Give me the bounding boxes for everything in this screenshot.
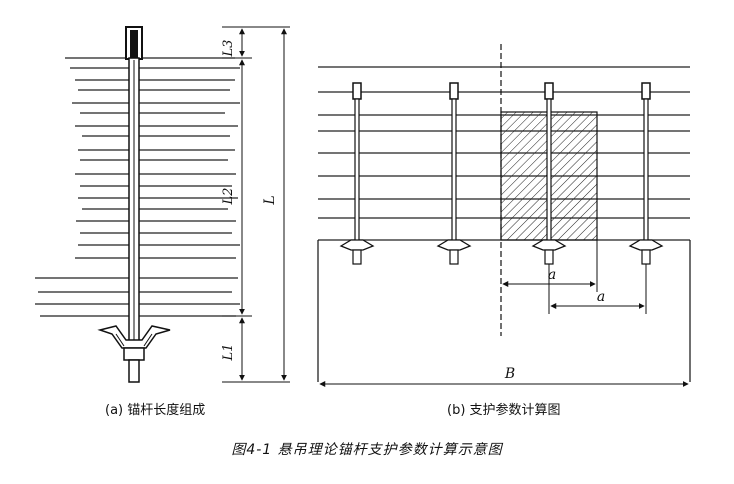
label-a-upper: a <box>548 267 556 283</box>
panel-b: a a B (b) 支护参数计算图 <box>317 44 691 418</box>
label-l3: L3 <box>221 40 236 58</box>
panel-a-anchor-rod <box>97 26 171 383</box>
label-l-total: L <box>262 195 278 205</box>
label-l1: L1 <box>221 344 236 362</box>
panel-a-caption: (a) 锚杆长度组成 <box>105 402 205 418</box>
label-width-b: B <box>504 366 515 382</box>
anchor-bolt <box>339 82 375 265</box>
figure-caption: 图4-1 悬吊理论锚杆支护参数计算示意图 <box>231 442 503 458</box>
dim-spacing-lower <box>548 264 647 314</box>
anchor-bolt <box>628 82 664 265</box>
label-a-lower: a <box>597 289 605 305</box>
panel-a-strata <box>35 57 240 317</box>
roadway-outline <box>317 240 691 382</box>
anchor-bolt <box>436 82 472 265</box>
anchor-bolt <box>531 82 567 265</box>
panel-b-caption: (b) 支护参数计算图 <box>447 402 561 418</box>
panel-a-dimensions <box>222 26 290 383</box>
panel-a: L3 L2 L1 L (a) 锚杆长度组成 <box>35 26 290 418</box>
label-l2: L2 <box>221 188 236 206</box>
